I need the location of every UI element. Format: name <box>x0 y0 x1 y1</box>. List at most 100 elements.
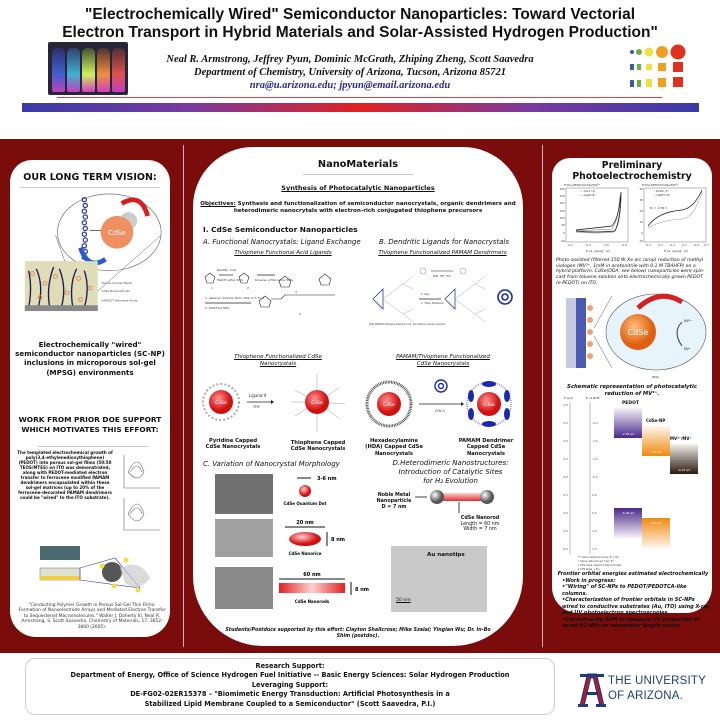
fluorescent-vials-photo <box>48 42 128 95</box>
vial-orange <box>97 48 110 92</box>
vial-red <box>112 48 125 92</box>
nanoparticle-size-dots-icon <box>630 44 686 87</box>
scheme-caption: Schematic representation of photocatalyt… <box>567 384 697 397</box>
svg-text:-0.5: -0.5 <box>592 475 598 479</box>
svg-text:THF: THF <box>253 405 261 409</box>
grant-line-1: DE-FG02-02ER15378 – "Biomimetic Energy T… <box>130 690 450 699</box>
tem-nanorice-image <box>215 519 273 557</box>
svg-text:-0.4: -0.4 <box>585 243 591 247</box>
author-block: Neal R. Armstrong, Jeffrey Pyun, Dominic… <box>130 53 570 92</box>
svg-text:200: 200 <box>560 201 566 205</box>
svg-text:-5.0: -5.0 <box>562 511 568 515</box>
ligand-synthesis-scheme: NaOMe, CuO MeOH reflux 50% toluene, pTSA… <box>204 268 335 316</box>
svg-text:0: 0 <box>641 231 643 235</box>
reagent-2: MeOH reflux 50% <box>217 278 243 282</box>
svg-text:-6.0: -6.0 <box>562 547 568 551</box>
svg-text:-3.5: -3.5 <box>562 457 568 461</box>
svg-text:10: 10 <box>639 220 643 224</box>
vision-caption: Electrochemically "wired" semiconductor … <box>15 340 165 377</box>
svg-text:2: 2 <box>247 286 249 290</box>
svg-text:-4.15 eV: -4.15 eV <box>678 468 692 472</box>
photoelectrochem-caption: Photo-assisted (filtered 150 W Xe arc la… <box>556 258 705 286</box>
objectives: Objectives: Synthesis and functionalizat… <box>197 201 519 215</box>
pamam-cdse-heading: PAMAM/Thiophene Functionalized CdSe Nano… <box>396 354 490 367</box>
svg-text:250: 250 <box>560 194 566 198</box>
svg-text:-3.0: -3.0 <box>562 439 568 443</box>
svg-text:CdSe: CdSe <box>483 402 495 408</box>
reagent-4: 1. sebacyl chloride, Et₂O, TEA, 0°C to r… <box>205 296 265 300</box>
ligand-arrow-label: Ligand 4 <box>249 393 267 398</box>
svg-text:MV⁺: MV⁺ <box>684 347 691 351</box>
contact-emails[interactable]: nra@u.arizona.edu; jpyun@email.arizona.e… <box>249 80 451 91</box>
svg-text:150: 150 <box>560 209 566 213</box>
svg-text:ITO/e-PEDOT/CdSe/MV²⁺: ITO/e-PEDOT/CdSe/MV²⁺ <box>564 183 601 187</box>
svg-text:-2.0: -2.0 <box>592 421 598 425</box>
university-of-arizona-logo[interactable]: THE UNIVERSITY OF ARIZONA. <box>578 672 718 708</box>
reagent-5: 2. KOH/H₂O 58% <box>205 306 230 310</box>
svg-text:-2.55 eV: -2.55 eV <box>622 432 636 436</box>
svg-text:-3.5 eV: -3.5 eV <box>651 450 663 454</box>
qd-size: 3-6 nm <box>317 476 337 482</box>
svg-text:-4.5: -4.5 <box>562 493 568 497</box>
svg-text:PEDOT: PEDOT <box>622 400 640 406</box>
nanorice-width: 8 nm <box>331 537 345 543</box>
pamam-cdse-scheme: CdSe CHCl₃ CdSe <box>365 379 512 428</box>
svg-text:CdSe-NP: CdSe-NP <box>646 418 665 423</box>
svg-text:-5.5 eV: -5.5 eV <box>651 521 663 525</box>
svg-text:-0.7: -0.7 <box>703 243 709 247</box>
prior-work-reference[interactable]: "Conducting Polymer Growth in Porous Sol… <box>18 603 166 630</box>
objectives-label: Objectives: <box>200 201 236 207</box>
students-postdocs: Students/Postdocs supported by this effo… <box>225 628 491 639</box>
prior-work-heading: WORK FROM PRIOR DOE SUPPORT WHICH MOTIVA… <box>18 415 162 434</box>
bullet-4: •Condutive-tip AFM to measure I/V proper… <box>562 616 699 630</box>
svg-text:CHCl₃: CHCl₃ <box>435 409 445 413</box>
svg-text:NaH, THF 75%: NaH, THF 75% <box>433 274 452 278</box>
nanomaterials-rule <box>303 174 413 175</box>
energy-and-bullets: Frontier orbital energies estimated elec… <box>556 571 710 630</box>
vial-cyan <box>67 48 80 92</box>
svg-text:-0.8: -0.8 <box>621 243 627 247</box>
tem-nanorods-image <box>215 567 273 609</box>
svg-text:-0.4: -0.4 <box>669 243 675 247</box>
pamam-capped-label: PAMAM Dendrimer Capped CdSe Nanocrystals <box>458 438 514 457</box>
svg-text:-0.5: -0.5 <box>681 243 687 247</box>
svg-text:-50: -50 <box>560 239 565 243</box>
vision-heading-rule <box>20 187 160 188</box>
nanomaterials-panel: NanoMaterials Synthesis of Photocatalyti… <box>193 147 523 646</box>
pamam-core-label: [G3] PAMAM ethylene diamine core: 16 sur… <box>369 323 446 326</box>
title-line-1: "Electrochemically Wired" Semiconductor … <box>84 6 636 23</box>
arizona-a-icon <box>578 673 606 707</box>
svg-text:-0.3: -0.3 <box>657 243 663 247</box>
mv-reduction-scheme: CdSe MV²⁺ MV⁺ ODA <box>566 293 707 379</box>
svg-text:40: 40 <box>639 187 643 191</box>
svg-text:-2.0: -2.0 <box>562 403 568 407</box>
section-d-heading: D.Heterodimeric Nanostructures: Introduc… <box>392 459 509 485</box>
svg-text:E vs. Ag/Ag⁺ (V): E vs. Ag/Ag⁺ (V) <box>586 249 610 253</box>
photoelectrochemistry-panel: Preliminary Photoelectrochemistry ITO/e-… <box>552 158 712 629</box>
title-line-2: Electron Transport in Hybrid Materials a… <box>62 24 658 41</box>
prior-work-text: The templated electrochemical growth of … <box>17 450 113 500</box>
nanomaterials-heading: NanoMaterials <box>317 159 399 170</box>
svg-text:-5.5: -5.5 <box>562 529 568 533</box>
pamam-synthesis-scheme: NaH, THF 75% 1. 4eq. 2. 70eq. Methanol [… <box>369 267 513 326</box>
photoelectrochemistry-heading: Preliminary Photoelectrochemistry <box>572 160 692 182</box>
svg-text:3: 3 <box>295 290 297 294</box>
au-nanotips-label: Au nanotips <box>427 552 465 558</box>
svg-text:1. 4eq.: 1. 4eq. <box>421 292 430 296</box>
svg-text:-0.6: -0.6 <box>603 243 609 247</box>
column-divider-right <box>542 145 543 647</box>
morphology-diagrams: 3-6 nm CdSe Quantum Dot 20 nm 8 nm CdSe … <box>279 476 369 604</box>
thiophene-capped-label: Thiophene Capped CdSe Nanocrystals <box>290 440 346 453</box>
cdse-label: CdSe <box>108 229 125 237</box>
svg-text:CdSe: CdSe <box>383 402 395 408</box>
noble-metal-label: Noble Metal Nanoparticle D = 7 nm <box>376 493 412 510</box>
affiliation: Department of Chemistry, University of A… <box>193 67 506 78</box>
reagent-1: NaOMe, CuO <box>217 268 237 272</box>
section-a-heading: A. Functional Nanocrystals: Ligand Excha… <box>203 238 361 246</box>
svg-text:- DARK (3): - DARK (3) <box>654 189 669 193</box>
svg-text:300: 300 <box>560 187 566 191</box>
thiophene-cdse-heading: Thiophene Functionalized CdSe Nanocrysta… <box>234 354 322 367</box>
section-1-heading: I. CdSe Semiconductor Nanoparticles <box>203 225 358 234</box>
bullet-3: •Characterization of frontier orbitals i… <box>562 597 710 616</box>
